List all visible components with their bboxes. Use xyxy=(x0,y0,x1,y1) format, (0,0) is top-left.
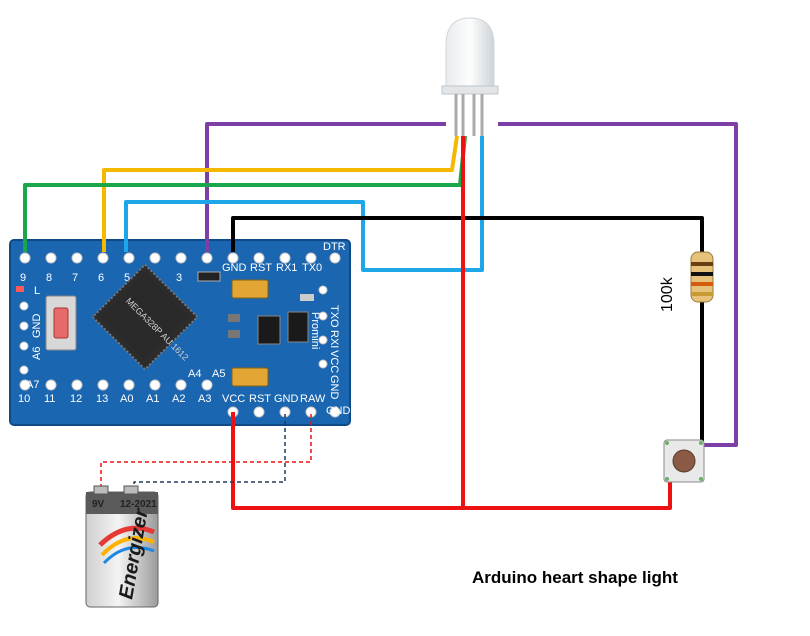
wires xyxy=(23,122,738,510)
pin-label-rst-bottom: RST xyxy=(249,393,271,405)
pin-label-gnd-bottom: GND xyxy=(274,393,299,405)
resistor-label: 100k xyxy=(659,276,676,312)
wire-black-gnd xyxy=(231,216,704,255)
side-label-rxi: RXI xyxy=(328,330,340,348)
promini-label: Promini xyxy=(309,312,321,349)
board-label-a7: A7 xyxy=(26,379,39,391)
pin-label-rst-top: RST xyxy=(250,262,272,274)
pin-label-raw: RAW xyxy=(300,393,326,405)
crystal xyxy=(197,271,221,282)
pin-label-a2: A2 xyxy=(172,393,185,405)
battery-code: 12-2021 xyxy=(120,499,157,510)
wire-blue-pin5 xyxy=(124,136,484,272)
pin-label-11: 11 xyxy=(44,393,55,405)
pin-label-rx1: RX1 xyxy=(276,262,297,274)
rgb-led xyxy=(441,17,499,136)
bottom-pin-row xyxy=(19,379,341,418)
pin-label-vcc-bottom: VCC xyxy=(222,393,245,405)
pin-label-a0: A0 xyxy=(120,393,133,405)
board-label-l: L xyxy=(34,285,40,297)
side-label-gnd: GND xyxy=(328,375,340,400)
wire-purple-pin2 xyxy=(205,122,446,252)
pin-label-7: 7 xyxy=(72,272,78,284)
smd-led-1 xyxy=(228,314,240,322)
wire-green-pin9 xyxy=(23,135,467,252)
pin-label-8: 8 xyxy=(46,272,52,284)
smd-resistor xyxy=(300,294,314,301)
pin-label-13: 13 xyxy=(96,393,108,405)
battery-voltage: 9V xyxy=(92,499,105,510)
board-label-gnd-left: GND xyxy=(31,314,43,339)
reset-button xyxy=(45,295,77,351)
diagram-caption: Arduino heart shape light xyxy=(472,568,678,587)
pin-label-6: 6 xyxy=(98,272,104,284)
resistor-100k xyxy=(690,251,714,303)
smd-led-2 xyxy=(228,330,240,338)
pin-label-12: 12 xyxy=(70,393,82,405)
pin-label-a3: A3 xyxy=(198,393,211,405)
pin-label-dtr: DTR xyxy=(323,241,346,253)
top-pin-row xyxy=(19,252,341,264)
capacitor-top xyxy=(231,279,269,299)
battery-9v xyxy=(85,485,159,608)
wire-red-vcc xyxy=(231,412,672,510)
regulator xyxy=(257,315,281,345)
wire-yellow-pin6 xyxy=(102,135,459,252)
push-button xyxy=(663,439,705,483)
pin-label-tx0: TX0 xyxy=(302,262,322,274)
side-label-vcc: VCC xyxy=(328,350,340,373)
pin-label-gnd-top: GND xyxy=(222,262,247,274)
pin-label-10: 10 xyxy=(18,393,30,405)
wire-purple-button xyxy=(498,122,738,447)
board-label-a4: A4 xyxy=(188,368,201,380)
wire-battery-positive xyxy=(100,414,312,490)
regulator-2 xyxy=(287,311,309,343)
pin-label-9: 9 xyxy=(20,272,26,284)
pin-label-3: 3 xyxy=(176,272,182,284)
power-led xyxy=(16,286,24,292)
mcu-chip: MEGA328P AU 1612 xyxy=(91,263,199,371)
pin-label-5: 5 xyxy=(124,272,130,284)
board-label-a6: A6 xyxy=(31,347,43,360)
pin-label-gnd-corner: GND xyxy=(326,405,351,417)
wire-battery-negative xyxy=(133,414,286,490)
board-label-a5: A5 xyxy=(212,368,225,380)
side-label-txo: TXO xyxy=(328,305,340,328)
pin-label-a1: A1 xyxy=(146,393,159,405)
arduino-pro-mini-board: 9 8 7 6 5 4 3 2 GND RST RX1 TX0 DTR xyxy=(9,239,351,426)
capacitor-bottom xyxy=(231,367,269,387)
